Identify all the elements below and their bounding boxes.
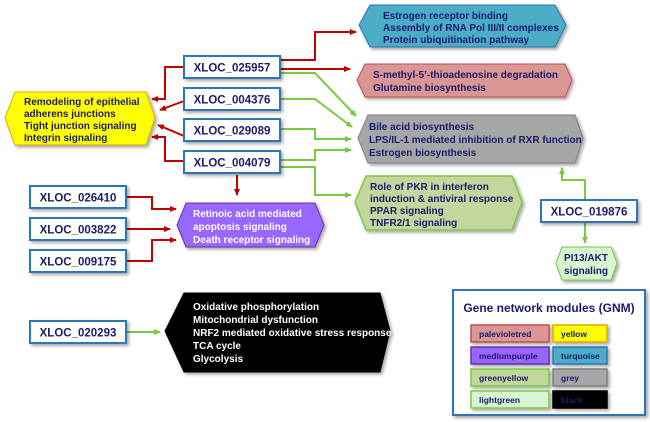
module-palevioletred-line-1: S-methyl-5’-thioadenosine degradation [373,70,558,81]
edge-004079-greenyellow [280,166,352,198]
legend-swatch [470,324,550,343]
module-turquoise-line-2: Assembly of RNA Pol III/II complexes [383,23,559,34]
legend-label: yellow [561,329,587,339]
legend-swatch [552,390,608,409]
legend-label: turquoise [561,351,600,361]
legend-item-turquoise: turquoise [552,346,608,365]
legend-label: mediumpurple [479,351,538,361]
module-yellow-line-2: adherens junctions [24,109,116,120]
module-lightgreen-line-1: PI13/AKT [564,253,608,264]
module-greenyellow[interactable]: Role of PKR in interferon induction & an… [354,175,523,231]
legend-swatch [470,368,550,387]
legend-swatch [552,346,608,365]
module-greenyellow-line-2: induction & antiviral response [370,194,514,205]
module-black-line-5: Glycolysis [193,354,243,365]
module-lightgreen[interactable]: PI13/AKT signaling [555,246,618,281]
legend-swatch [552,324,608,343]
edge-009175-purple [126,237,177,262]
module-yellow-line-3: Tight junction signaling [24,121,137,132]
gene-label: XLOC_003822 [40,225,117,237]
module-grey-line-1: Bile acid biosynthesis [369,122,474,133]
module-mediumpurple-line-2: apoptosis signaling [193,222,287,233]
module-mediumpurple-line-3: Death receptor signaling [193,235,310,246]
legend-item-greenyellow: greenyellow [470,368,550,387]
legend-item-lightgreen: lightgreen [470,390,550,409]
module-greenyellow-line-3: PPAR signaling [370,206,444,217]
legend-label: greenyellow [479,373,529,383]
legend-label: lightgreen [479,395,520,405]
module-black-line-4: TCA cycle [193,341,241,352]
module-black-line-3: NRF2 mediated oxidative stress response [193,328,392,339]
module-greenyellow-line-4: TNFR2/1 signaling [370,218,457,229]
legend-label: black [561,395,583,405]
module-grey[interactable]: Bile acid biosynthesis LPS/IL-1 mediated… [357,114,584,164]
edge-029089-grey [280,128,352,142]
module-black-line-1: Oxidative phosphorylation [193,302,319,313]
module-turquoise-line-3: Protein ubiquitination pathway [383,35,530,46]
gene-node-004079[interactable]: XLOC_004079 [183,150,281,174]
gene-label: XLOC_026410 [40,193,117,205]
module-turquoise[interactable]: Estrogen receptor binding Assembly of RN… [358,4,567,48]
gene-node-029089[interactable]: XLOC_029089 [183,118,281,142]
edge-025957-grey [280,72,357,117]
legend-label: grey [561,373,579,383]
edge-029089-yellow [157,124,185,137]
gene-label: XLOC_020293 [40,328,117,340]
red-edges [126,29,357,262]
gene-node-019876[interactable]: XLOC_019876 [540,199,638,223]
module-greenyellow-line-1: Role of PKR in interferon [370,182,489,193]
gene-node-020293[interactable]: XLOC_020293 [29,320,127,344]
module-black-line-2: Mitochondrial dysfunction [193,315,318,326]
module-black[interactable]: Oxidative phosphorylation Mitochondrial … [164,292,392,373]
gene-label: XLOC_025957 [194,63,271,75]
module-palevioletred-line-2: Glutamine biosynthesis [373,83,486,94]
module-yellow-line-1: Remodeling of epithelial [24,97,140,108]
gene-node-026410[interactable]: XLOC_026410 [29,185,127,209]
module-grey-line-3: Estrogen biosynthesis [369,148,477,159]
module-yellow[interactable]: Remodeling of epithelial adherens juncti… [4,91,156,146]
gene-label: XLOC_009175 [40,257,117,269]
legend-item-yellow: yellow [552,324,608,343]
legend-item-black: black [552,390,608,409]
legend-item-mediumpurple: mediumpurple [470,346,550,365]
edge-004376-grey [280,98,353,128]
legend-item-palevioletred: palevioletred [470,324,550,343]
gene-node-009175[interactable]: XLOC_009175 [29,249,127,273]
edge-025957-turquoise [280,29,357,61]
module-grey-line-2: LPS/IL-1 mediated inhibition of RXR func… [369,135,582,146]
gene-label: XLOC_004376 [194,95,271,107]
edge-025957-yellow [151,66,184,102]
edge-004079-grey [280,147,352,161]
green-edges [126,72,588,335]
module-mediumpurple[interactable]: Retinoic acid mediated apoptosis signali… [176,202,325,248]
legend: Gene network modules (GNM) palevioletred… [452,289,646,416]
edge-026410-purple [126,196,177,212]
module-palevioletred[interactable]: S-methyl-5’-thioadenosine degradation Gl… [356,63,573,98]
legend-label: palevioletred [479,329,531,339]
gene-label: XLOC_004079 [194,158,271,170]
legend-swatch [470,390,550,409]
module-lightgreen-line-2: signaling [564,266,608,277]
gene-label: XLOC_029089 [194,126,271,138]
gene-node-004376[interactable]: XLOC_004376 [183,87,281,111]
gene-node-025957[interactable]: XLOC_025957 [183,55,281,79]
legend-swatch [552,368,608,387]
legend-swatch [470,346,550,365]
legend-title: Gene network modules (GNM) [463,301,634,315]
gene-node-003822[interactable]: XLOC_003822 [29,217,127,241]
module-turquoise-line-1: Estrogen receptor binding [383,11,508,22]
module-mediumpurple-line-1: Retinoic acid mediated [193,209,302,220]
edge-004376-yellow [159,100,185,111]
edge-004079-yellow [151,134,184,162]
gene-label: XLOC_019876 [551,207,628,219]
module-yellow-line-4: Integrin signaling [24,133,107,144]
legend-item-grey: grey [552,368,608,387]
edge-019876-grey [559,167,586,200]
